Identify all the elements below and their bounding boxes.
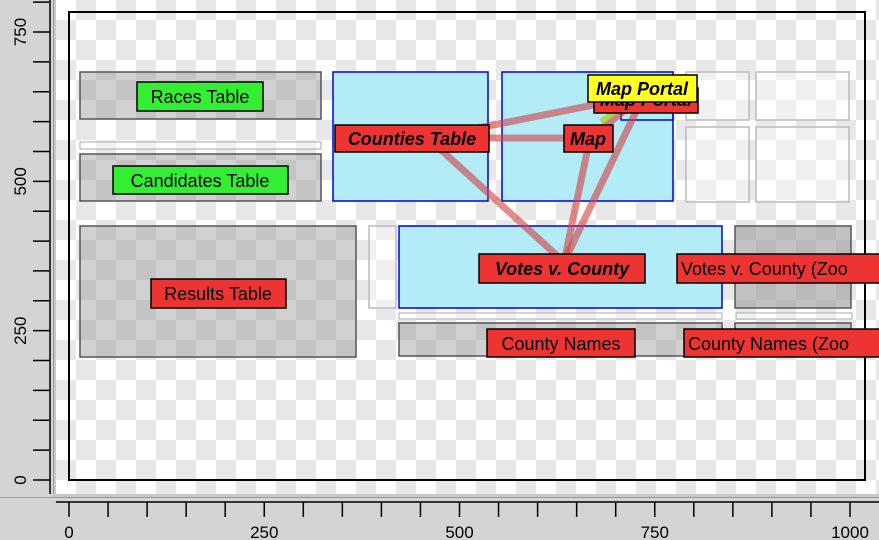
races-table-text: Races Table [151,87,250,107]
county-names-zoom-label[interactable]: County Names (Zoo [683,328,879,358]
ghost-panel[interactable] [755,71,850,121]
x-tick-label: 0 [64,523,73,540]
y-axis-svg: 0 250 500 750 [11,0,51,494]
ghost-panel[interactable] [685,126,750,203]
map-text: Map [570,129,606,149]
map-portal-text: Map Portal [596,79,689,99]
diagram-canvas[interactable]: Map Portal Races Table Candidates Table … [56,0,879,494]
y-tick-label: 750 [11,18,30,46]
candidates-table-label[interactable]: Candidates Table [112,165,289,195]
ghost-strip[interactable] [398,312,723,320]
county-names-text: County Names [501,334,620,354]
candidates-table-text: Candidates Table [131,171,270,191]
counties-table-label[interactable]: Counties Table [334,124,490,153]
county-names-label[interactable]: County Names [486,328,636,358]
ghost-panel[interactable] [368,225,397,309]
ghost-panel[interactable] [755,126,850,203]
page-frame [68,11,866,481]
y-axis-ticks: 0 250 500 750 [11,0,51,494]
map-label[interactable]: Map [563,124,614,153]
link-line [424,134,568,266]
ghost-strip[interactable] [79,141,322,150]
map-portal-label[interactable]: Map Portal [587,74,698,103]
county-names-zoom-text: County Names (Zoo [688,334,849,354]
link-line [560,134,594,266]
diagram-svg: Map Portal Races Table Candidates Table … [68,11,879,481]
x-tick-label: 500 [445,523,473,540]
x-tick-label: 1000 [831,523,869,540]
results-table-text: Results Table [164,284,272,304]
ghost-strip[interactable] [735,312,853,320]
y-axis-ruler: 0 250 500 750 [0,0,54,494]
link-line [560,91,648,266]
x-tick-label: 250 [250,523,278,540]
votes-v-county-text: Votes v. County [495,259,630,279]
y-tick-label: 0 [11,475,30,484]
votes-v-county-label[interactable]: Votes v. County [478,253,646,284]
votes-v-county-zoom-label[interactable]: Votes v. County (Zoo [676,253,879,284]
x-axis-ruler: 0 250 500 750 1000 [0,497,879,540]
votes-v-county-zoom-text: Votes v. County (Zoo [681,259,848,279]
x-axis-svg: 0 250 500 750 1000 [56,501,879,540]
y-tick-label: 500 [11,167,30,195]
x-tick-label: 750 [641,523,669,540]
y-tick-label: 250 [11,316,30,344]
races-table-label[interactable]: Races Table [136,81,264,112]
x-axis-ticks: 0 250 500 750 1000 [56,501,879,540]
counties-table-text: Counties Table [348,129,476,149]
results-table-label[interactable]: Results Table [150,278,287,309]
